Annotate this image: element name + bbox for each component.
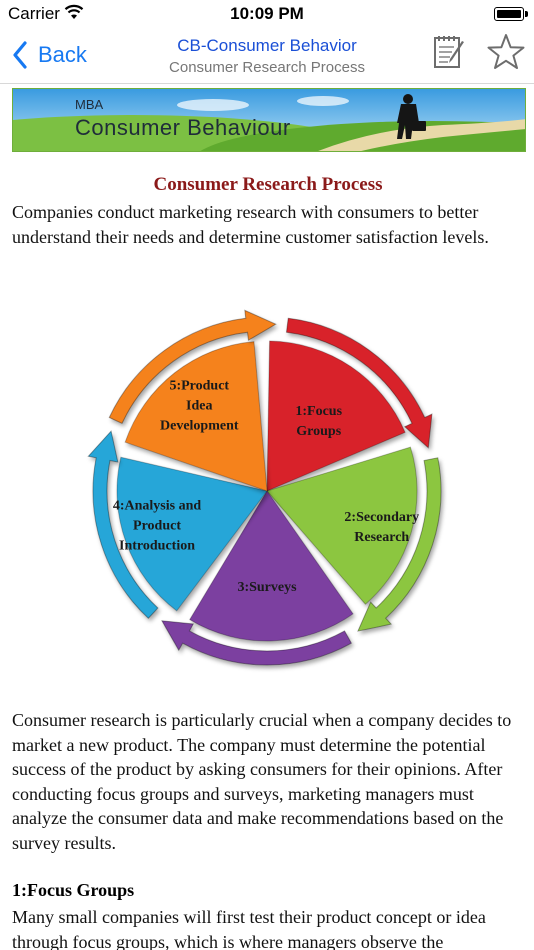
navigation-bar: Back CB-Consumer Behavior Consumer Resea… (0, 28, 534, 84)
banner-landscape (13, 89, 525, 151)
nav-subtitle: Consumer Research Process (169, 59, 365, 76)
nav-title: CB-Consumer Behavior (177, 36, 357, 55)
segment-label-3: 3:Surveys (237, 580, 297, 595)
status-time: 10:09 PM (230, 4, 304, 23)
section-paragraph: Many small companies will first test the… (12, 907, 486, 950)
status-bar: Carrier 10:09 PM (0, 0, 534, 28)
article-heading: Consumer Research Process (153, 174, 383, 195)
segment-arrow-3 (160, 620, 353, 666)
star-icon[interactable] (485, 32, 527, 72)
businessman-figure (397, 94, 426, 139)
segment-wedge-4 (116, 456, 268, 612)
segment-wedge-1 (266, 340, 406, 492)
banner-title: Consumer Behaviour (75, 115, 291, 140)
segment-arrow-2 (357, 457, 442, 632)
segment-arrow-4 (87, 430, 159, 619)
notes-edit-icon[interactable] (430, 32, 470, 72)
body-paragraph: Consumer research is particularly crucia… (12, 710, 512, 853)
segment-arrow-5 (108, 309, 277, 425)
banner-kicker: MBA (75, 97, 104, 112)
carrier-label: Carrier (8, 4, 60, 23)
banner: MBA Consumer Behaviour (12, 88, 526, 152)
battery-icon (494, 7, 528, 21)
back-button[interactable]: Back (12, 38, 87, 72)
segment-wedge-3 (189, 490, 354, 642)
wifi-icon (64, 4, 84, 19)
chevron-left-icon (13, 41, 27, 69)
segment-wedge-2 (266, 446, 418, 605)
intro-paragraph: Companies conduct marketing research wit… (12, 202, 489, 247)
section-heading: 1:Focus Groups (12, 880, 135, 900)
segment-arrow-1 (285, 317, 433, 449)
article: Consumer Research Process Companies cond… (12, 170, 524, 249)
back-label: Back (38, 42, 87, 67)
segment-wedge-5 (124, 341, 268, 492)
